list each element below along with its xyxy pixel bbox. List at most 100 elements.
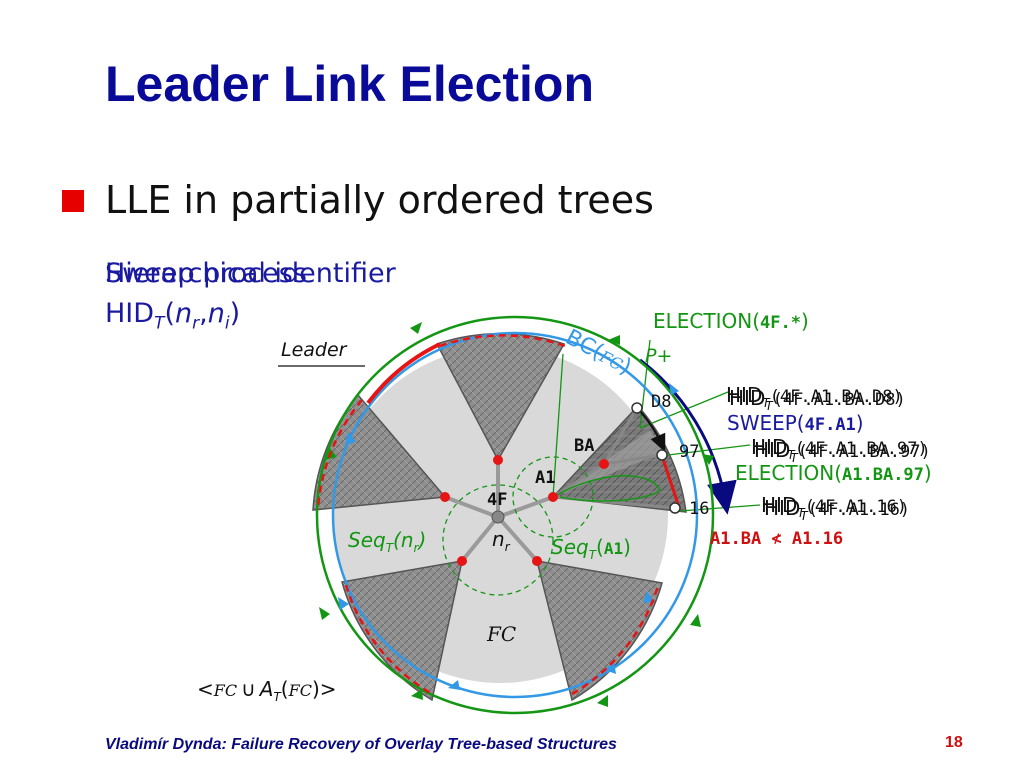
- edge-ba-97: [603, 453, 663, 466]
- hid-d8-b-sub: T: [765, 399, 773, 413]
- election-all-arg: 4F.*: [760, 313, 801, 333]
- bottom-fc-1: FC: [213, 681, 238, 700]
- p-plus-arc: [639, 358, 737, 515]
- seq-a1-arg: A1: [603, 539, 624, 558]
- hid-formula: HIDT(nr,ni): [105, 298, 240, 333]
- node-bottom-left: [457, 556, 467, 566]
- leader-link-arc: [366, 342, 441, 405]
- hid-16-a-sub: T: [797, 506, 805, 520]
- p-plus-label: P+: [645, 345, 673, 367]
- hid-d8-a: HIDT(4F.A1.BA.D8): [726, 383, 903, 410]
- hid-d8-a-prefix: HID: [726, 383, 763, 407]
- label-16: 16: [689, 499, 710, 519]
- hid-97-a-arg: (4F.A1.BA.97): [794, 439, 928, 459]
- seq-nr-circle: [442, 484, 554, 596]
- bottom-close: )>: [311, 677, 337, 701]
- node-bottom-right: [532, 556, 542, 566]
- nr-text: n: [492, 527, 505, 551]
- hid-sub: T: [154, 313, 165, 334]
- election-97-text: ELECTION(: [735, 461, 843, 485]
- node-left: [440, 492, 450, 502]
- hid-16-b-prefix: HID: [764, 496, 801, 520]
- red-arc-97-16: [660, 455, 682, 511]
- bottom-set-label: <FC∪AT(FC)>: [197, 677, 337, 704]
- outer-green-ring: [315, 315, 715, 715]
- hid-97-b-arg: (4F.A1.BA.97): [797, 442, 931, 462]
- seq-a1-circle: [512, 456, 594, 538]
- election-all-text: ELECTION(: [653, 309, 761, 333]
- label-4f: 4F: [487, 490, 508, 510]
- slide-title: Leader Link Election: [105, 56, 595, 112]
- hid-97-a: HIDT(4F.A1.BA.97): [751, 435, 928, 462]
- hid-d8-a-sub: T: [762, 396, 770, 410]
- hid-open: (: [164, 298, 175, 329]
- bottom-a-sub: T: [273, 690, 281, 704]
- label-97: 97: [679, 442, 700, 462]
- election-all-close: ): [800, 309, 809, 333]
- hid-close: ): [229, 298, 241, 329]
- hid-97-a-sub: T: [787, 448, 795, 462]
- hid-97-b-prefix: HID: [754, 438, 791, 462]
- fc-region-label: FC: [487, 622, 517, 646]
- bullet-square-icon: [62, 190, 84, 212]
- seq-a1-label: SeqT(A1): [551, 535, 631, 562]
- election-97-arg: A1.BA.97: [842, 465, 924, 485]
- election-97-close: ): [923, 461, 932, 485]
- node-root: [491, 510, 505, 524]
- bottom-open: <: [197, 677, 214, 701]
- hid-ni: n: [207, 298, 225, 329]
- seq-a1-close: ): [623, 535, 631, 559]
- hid-ni-sub: i: [224, 313, 230, 334]
- nr-label: nr: [492, 527, 510, 554]
- footer-text: Vladimír Dynda: Failure Recovery of Over…: [105, 736, 617, 753]
- leader-label: Leader: [281, 339, 347, 361]
- hid-16-a: HIDT(4F.A1.16): [761, 493, 907, 520]
- hid-97-a-prefix: HID: [751, 435, 788, 459]
- sweep-label: SWEEP(4F.A1): [727, 411, 864, 435]
- label-ba: BA: [574, 436, 595, 456]
- compare-label: A1.BA ≮ A1.16: [710, 529, 844, 549]
- blue-ring: [331, 331, 699, 699]
- hid-97-b: HIDT(4F.A1.BA.97): [754, 438, 931, 465]
- subtree-sector-bottom-right: [535, 560, 663, 702]
- seq-a1-sub: T: [588, 548, 597, 562]
- seq-nr-label: SeqT(nr): [348, 528, 426, 555]
- hid-16-b-sub: T: [800, 509, 808, 523]
- seq-nr-sub: T: [385, 541, 394, 555]
- edge-a1-ba: [552, 462, 605, 499]
- hid-nr-sub: r: [192, 313, 200, 334]
- subtree-sector-bottom-left: [341, 560, 463, 702]
- node-a1: [548, 492, 558, 502]
- election-flow-curve: [552, 475, 661, 502]
- sweep-text: SWEEP(: [727, 411, 805, 435]
- hid-16-a-prefix: HID: [761, 493, 798, 517]
- bottom-fc-2: FC: [288, 681, 312, 700]
- sweep-arg: 4F.A1: [804, 415, 856, 435]
- election-97-label: ELECTION(A1.BA.97): [735, 461, 932, 485]
- red-dashed-arc-bottom-right: [571, 585, 660, 696]
- hid-16-b: HIDT(4F.A1.16): [764, 496, 910, 523]
- seq-nr-arg-sub: r: [413, 541, 419, 555]
- node-ba: [599, 459, 609, 469]
- bullet-text: LLE in partially ordered trees: [105, 178, 654, 222]
- hid-text: HID: [105, 298, 155, 329]
- hid-d8-b-arg: (4F.A1.BA.D8): [772, 390, 906, 410]
- hid-comma: ,: [199, 298, 208, 329]
- bottom-a: A: [259, 677, 274, 701]
- seq-a1-prefix: Seq: [551, 535, 589, 559]
- hid-nr: n: [175, 298, 193, 329]
- edge-ba-d8: [602, 407, 639, 465]
- page-number: 18: [945, 734, 963, 751]
- label-d8: D8: [651, 392, 672, 412]
- sweep-close: ): [855, 411, 864, 435]
- bottom-union: ∪: [241, 677, 256, 701]
- label-a1: A1: [535, 468, 556, 488]
- hid-d8-a-arg: (4F.A1.BA.D8): [769, 387, 903, 407]
- election-all-label: ELECTION(4F.*): [653, 309, 809, 333]
- node-d8: [631, 402, 643, 414]
- red-dashed-arc-bottom-left: [344, 584, 433, 696]
- node-97: [656, 449, 668, 461]
- sweep-process-text: Sweep process: [105, 258, 307, 289]
- hid-16-a-arg: (4F.A1.16): [804, 497, 908, 517]
